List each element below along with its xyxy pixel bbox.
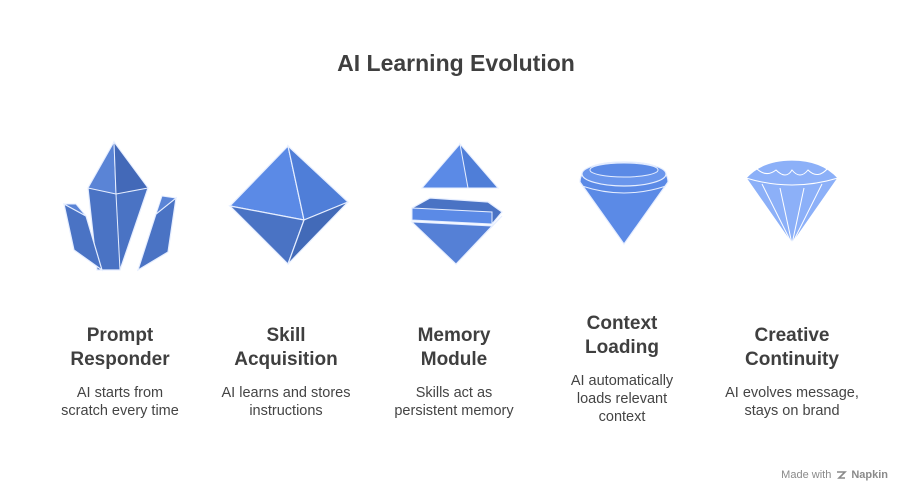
- stage-description: AI learns and stores instructions: [221, 385, 351, 419]
- stage-description: AI automatically loads relevant context: [570, 373, 674, 425]
- stage-prompt-responder: Prompt Responder AI starts from scratch …: [40, 324, 200, 420]
- stage-memory-module: Memory Module Skills act as persistent m…: [374, 324, 534, 420]
- stage-title: Prompt Responder: [70, 325, 170, 370]
- stage-description: AI starts from scratch every time: [61, 385, 179, 419]
- stage-title: Memory Module: [417, 325, 491, 370]
- napkin-brand-label: Napkin: [851, 469, 888, 481]
- crystal-cluster-icon: [63, 140, 178, 272]
- diagram-title: AI Learning Evolution: [337, 50, 575, 76]
- stage-title: Context Loading: [585, 313, 659, 358]
- stage-context-loading: Context Loading AI automatically loads r…: [542, 312, 702, 426]
- faceted-diamond-icon: [745, 159, 839, 246]
- cone-gem-icon: [579, 161, 669, 246]
- napkin-logo-icon: [837, 471, 848, 479]
- stage-description: AI evolves message, stays on brand: [725, 385, 859, 419]
- stage-creative-continuity: Creative Continuity AI evolves message, …: [712, 324, 872, 420]
- stage-description: Skills act as persistent memory: [394, 385, 514, 419]
- made-with-napkin-badge[interactable]: Made with Napkin: [781, 469, 888, 481]
- octahedron-icon: [228, 144, 350, 266]
- split-gem-icon: [410, 142, 503, 265]
- stage-skill-acquisition: Skill Acquisition AI learns and stores i…: [206, 324, 366, 420]
- stage-title: Creative Continuity: [745, 325, 839, 370]
- stage-title: Skill Acquisition: [234, 325, 338, 370]
- made-with-label: Made with: [781, 469, 832, 481]
